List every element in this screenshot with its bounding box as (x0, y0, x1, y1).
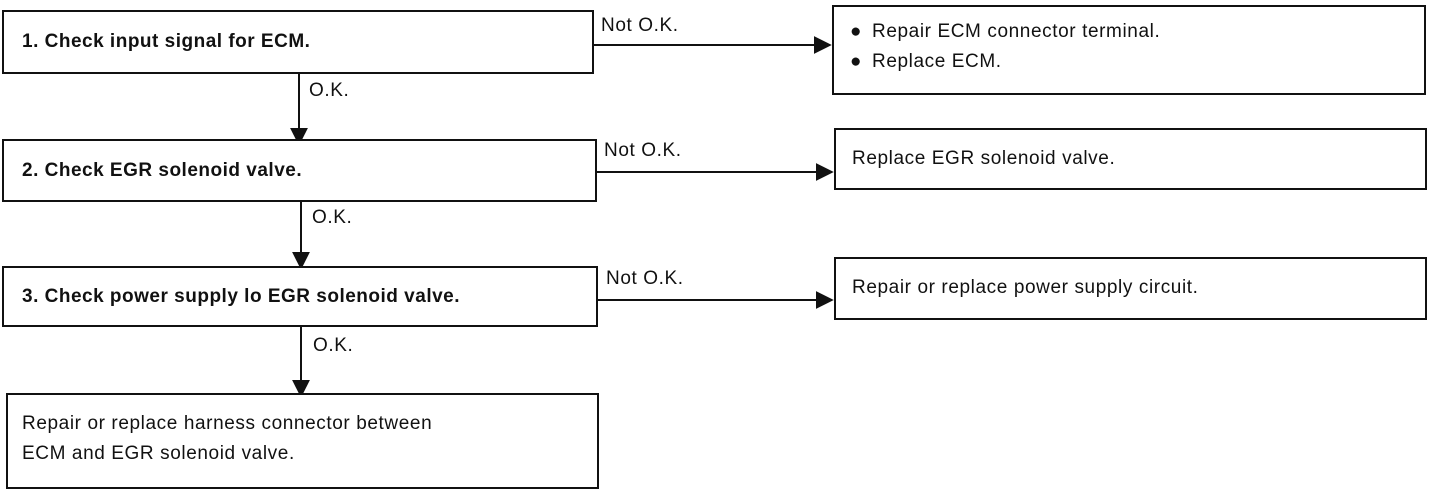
step-box-2: 2. Check EGR solenoid valve. (2, 139, 597, 202)
bullet-icon: ● (850, 51, 863, 72)
result-3-text: Repair or replace power supply circuit. (852, 277, 1199, 298)
ok-label-1: O.K. (309, 80, 350, 101)
result-1-item-2: ●Replace ECM. (850, 47, 1160, 77)
result-box-3: Repair or replace power supply circuit. (834, 257, 1427, 320)
step-label-1: 1. Check input signal for ECM. (22, 31, 311, 52)
result-box-1: ●Repair ECM connector terminal. ●Replace… (832, 5, 1426, 95)
final-line-2: ECM and EGR solenoid valve. (22, 443, 295, 464)
result-box-2: Replace EGR solenoid valve. (834, 128, 1427, 190)
step-label-2: 2. Check EGR solenoid valve. (22, 159, 303, 181)
not-ok-label-1: Not O.K. (601, 15, 679, 36)
final-line-1: Repair or replace harness connector betw… (22, 413, 433, 434)
step-label-3: 3. Check power supply lo EGR solenoid va… (22, 285, 461, 307)
step-box-3: 3. Check power supply lo EGR solenoid va… (2, 266, 598, 327)
result-1-item-1: ●Repair ECM connector terminal. (850, 17, 1160, 47)
ok-label-2: O.K. (312, 207, 353, 228)
result-2-text: Replace EGR solenoid valve. (852, 148, 1116, 169)
not-ok-label-3: Not O.K. (606, 268, 684, 289)
final-box: Repair or replace harness connector betw… (6, 393, 599, 489)
ok-label-3: O.K. (313, 335, 354, 356)
bullet-icon: ● (850, 21, 863, 42)
step-box-1: 1. Check input signal for ECM. (2, 10, 594, 74)
not-ok-label-2: Not O.K. (604, 140, 682, 161)
